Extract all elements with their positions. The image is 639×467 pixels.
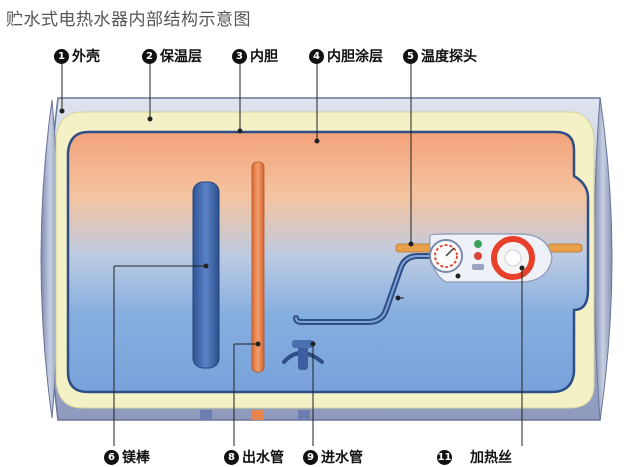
callout-number: 9 xyxy=(303,449,318,465)
callout-inlet-pipe: 9 进水管 xyxy=(303,447,363,467)
callout-insulation: 2 保温层 xyxy=(142,46,202,66)
anode-rod xyxy=(192,181,220,369)
inlet-diffuser xyxy=(282,340,324,370)
callout-temperature-probe: 5 温度探头 xyxy=(403,46,477,66)
callout-label: 加热丝 xyxy=(470,450,512,466)
callout-number: 8 xyxy=(224,449,239,465)
callout-heating-element: 11 加热丝 xyxy=(437,447,512,467)
callout-number: 6 xyxy=(104,449,119,465)
callout-label: 温度探头 xyxy=(421,49,477,65)
callout-number: 1 xyxy=(54,48,69,64)
bottom-fittings xyxy=(200,410,310,420)
callout-label: 外壳 xyxy=(72,49,100,65)
callout-label: 保温层 xyxy=(160,49,202,65)
callout-number: 3 xyxy=(232,48,247,64)
callout-number: 2 xyxy=(142,48,157,64)
callout-label: 内胆涂层 xyxy=(327,49,383,65)
callout-label: 出水管 xyxy=(242,450,284,466)
callout-outlet-pipe: 8 出水管 xyxy=(224,447,284,467)
callout-number: 5 xyxy=(403,48,418,64)
control-unit xyxy=(429,233,553,283)
callout-label: 内胆 xyxy=(250,49,278,65)
callout-label: 进水管 xyxy=(321,450,363,466)
callout-anode-rod: 6 镁棒 xyxy=(104,447,150,467)
leader-lines xyxy=(59,60,525,446)
callout-number: 11 xyxy=(437,449,452,465)
callout-tank-coating: 4 内胆涂层 xyxy=(309,46,383,66)
page-title: 贮水式电热水器内部结构示意图 xyxy=(6,10,251,30)
callout-label: 镁棒 xyxy=(122,450,150,466)
callout-outer-shell: 1 外壳 xyxy=(54,46,100,66)
outlet-pipe xyxy=(251,161,265,373)
callout-number: 4 xyxy=(309,48,324,64)
callout-inner-tank: 3 内胆 xyxy=(232,46,278,66)
